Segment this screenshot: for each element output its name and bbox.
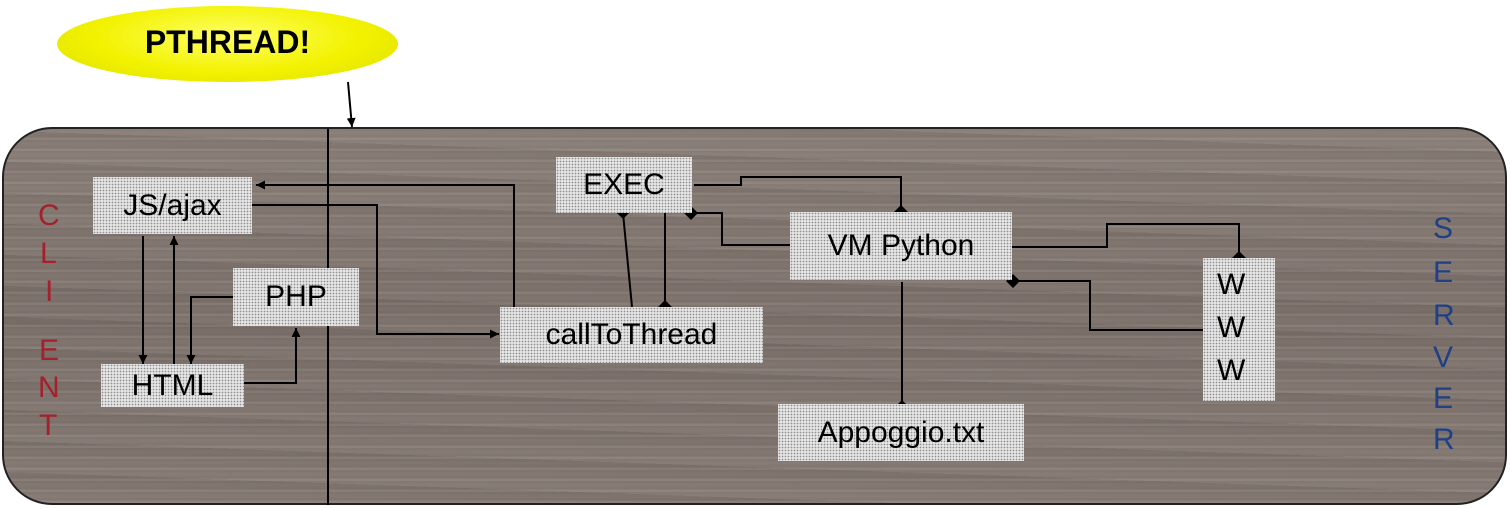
pthread-callout xyxy=(57,6,398,82)
server-letter-r1: R xyxy=(1433,299,1455,332)
node-html-label: HTML xyxy=(131,368,214,402)
php-to-html-arrow xyxy=(190,296,233,364)
client-letter-n: N xyxy=(38,371,60,404)
server-letter-v: V xyxy=(1433,341,1454,374)
node-exec-label: EXEC xyxy=(583,168,665,201)
client-letter-i: I xyxy=(45,275,54,308)
node-call-to-thread: callToThread xyxy=(500,307,763,363)
node-vm-python-label: VM Python xyxy=(827,229,975,262)
html-to-php-arrow xyxy=(244,328,301,384)
node-js-ajax: JS/ajax xyxy=(93,177,252,234)
server-letter-s: S xyxy=(1433,212,1454,245)
node-www-letter-3: W xyxy=(1217,354,1246,387)
node-www-letter-1: W xyxy=(1217,268,1246,301)
server-letter-e1: E xyxy=(1433,256,1454,289)
client-letter-t: T xyxy=(39,409,58,442)
callout-arrow xyxy=(346,81,356,128)
node-appoggio: Appoggio.txt xyxy=(778,404,1024,461)
node-php: PHP xyxy=(233,268,359,326)
node-www-letter-2: W xyxy=(1217,311,1246,344)
client-letter-c: C xyxy=(38,199,60,232)
server-letter-e2: E xyxy=(1433,382,1454,415)
thread-to-js-arrow xyxy=(256,180,515,308)
client-letter-e: E xyxy=(39,334,60,367)
vm-www-link-top xyxy=(1012,223,1240,258)
node-appoggio-label: Appoggio.txt xyxy=(817,415,985,449)
node-exec: EXEC xyxy=(556,157,692,213)
node-www xyxy=(1203,258,1275,401)
exec-thread-link-1 xyxy=(622,212,633,308)
node-call-to-thread-label: callToThread xyxy=(545,318,718,351)
node-js-ajax-label: JS/ajax xyxy=(123,188,222,222)
exec-vm-link-bottom xyxy=(691,212,790,246)
node-html: HTML xyxy=(101,364,244,407)
exec-vm-link-top xyxy=(694,176,902,212)
pthread-label: PTHREAD! xyxy=(144,24,311,60)
node-php-label: PHP xyxy=(265,280,327,313)
client-letter-l: L xyxy=(40,237,57,270)
node-vm-python: VM Python xyxy=(790,212,1012,280)
vm-www-link-bottom xyxy=(1014,280,1204,331)
js-to-thread-arrow xyxy=(252,204,499,339)
server-letter-r2: R xyxy=(1433,423,1455,456)
